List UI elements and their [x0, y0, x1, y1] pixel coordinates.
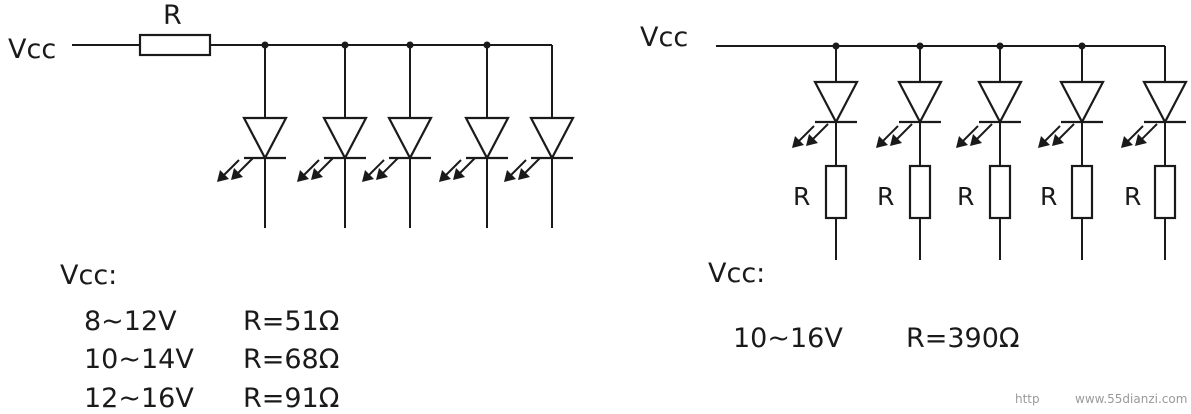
right-resistor-1 — [824, 164, 848, 220]
left-vcc-label: Vcc — [8, 34, 57, 65]
right-row-1-value: R=390Ω — [906, 323, 1020, 354]
left-row-2-value: R=68Ω — [243, 344, 340, 375]
right-led-emission-arrows — [792, 123, 829, 148]
right-resistor-label-5: R — [1124, 182, 1142, 211]
left-led-5 — [529, 116, 575, 161]
left-row-3-value: R=91Ω — [243, 383, 340, 414]
left-series-resistor-label: R — [163, 0, 182, 31]
watermark-site: www.55dianzi.com — [1075, 392, 1188, 406]
left-row-2-range: 10~14V — [84, 344, 194, 375]
right-circuit — [716, 42, 1188, 260]
left-series-resistor — [138, 33, 212, 57]
left-led-emission-arrows — [362, 157, 399, 182]
left-row-3-range: 12~16V — [84, 383, 194, 414]
right-table-heading: Vcc: — [708, 258, 766, 289]
right-resistor-4 — [1070, 164, 1094, 220]
right-led-1 — [813, 80, 859, 125]
left-led-emission-arrows — [439, 157, 476, 182]
right-led-emission-arrows — [1121, 123, 1158, 148]
watermark-prefix: http — [1015, 392, 1040, 406]
left-led-3 — [387, 116, 433, 161]
right-led-4 — [1059, 80, 1105, 125]
right-resistor-label-4: R — [1040, 182, 1058, 211]
left-led-emission-arrows — [217, 157, 254, 182]
right-resistor-label-2: R — [877, 182, 895, 211]
left-led-2 — [322, 116, 368, 161]
left-led-1 — [242, 116, 288, 161]
left-row-1-range: 8~12V — [84, 306, 177, 337]
right-resistor-2 — [908, 164, 932, 220]
right-resistor-5 — [1153, 164, 1177, 220]
right-led-emission-arrows — [876, 123, 913, 148]
right-resistor-label-3: R — [957, 182, 975, 211]
right-led-emission-arrows — [956, 123, 993, 148]
left-row-1-value: R=51Ω — [243, 306, 340, 337]
left-led-emission-arrows — [297, 157, 334, 182]
left-table-heading: Vcc: — [60, 260, 118, 291]
left-led-4 — [464, 116, 510, 161]
right-led-5 — [1142, 80, 1188, 125]
right-led-2 — [897, 80, 943, 125]
right-led-3 — [977, 80, 1023, 125]
right-led-emission-arrows — [1038, 123, 1075, 148]
right-row-1-range: 10~16V — [733, 323, 843, 354]
right-resistor-3 — [988, 164, 1012, 220]
right-vcc-label: Vcc — [640, 22, 689, 53]
right-resistor-label-1: R — [793, 182, 811, 211]
left-led-emission-arrows — [504, 157, 541, 182]
left-circuit — [72, 33, 575, 228]
